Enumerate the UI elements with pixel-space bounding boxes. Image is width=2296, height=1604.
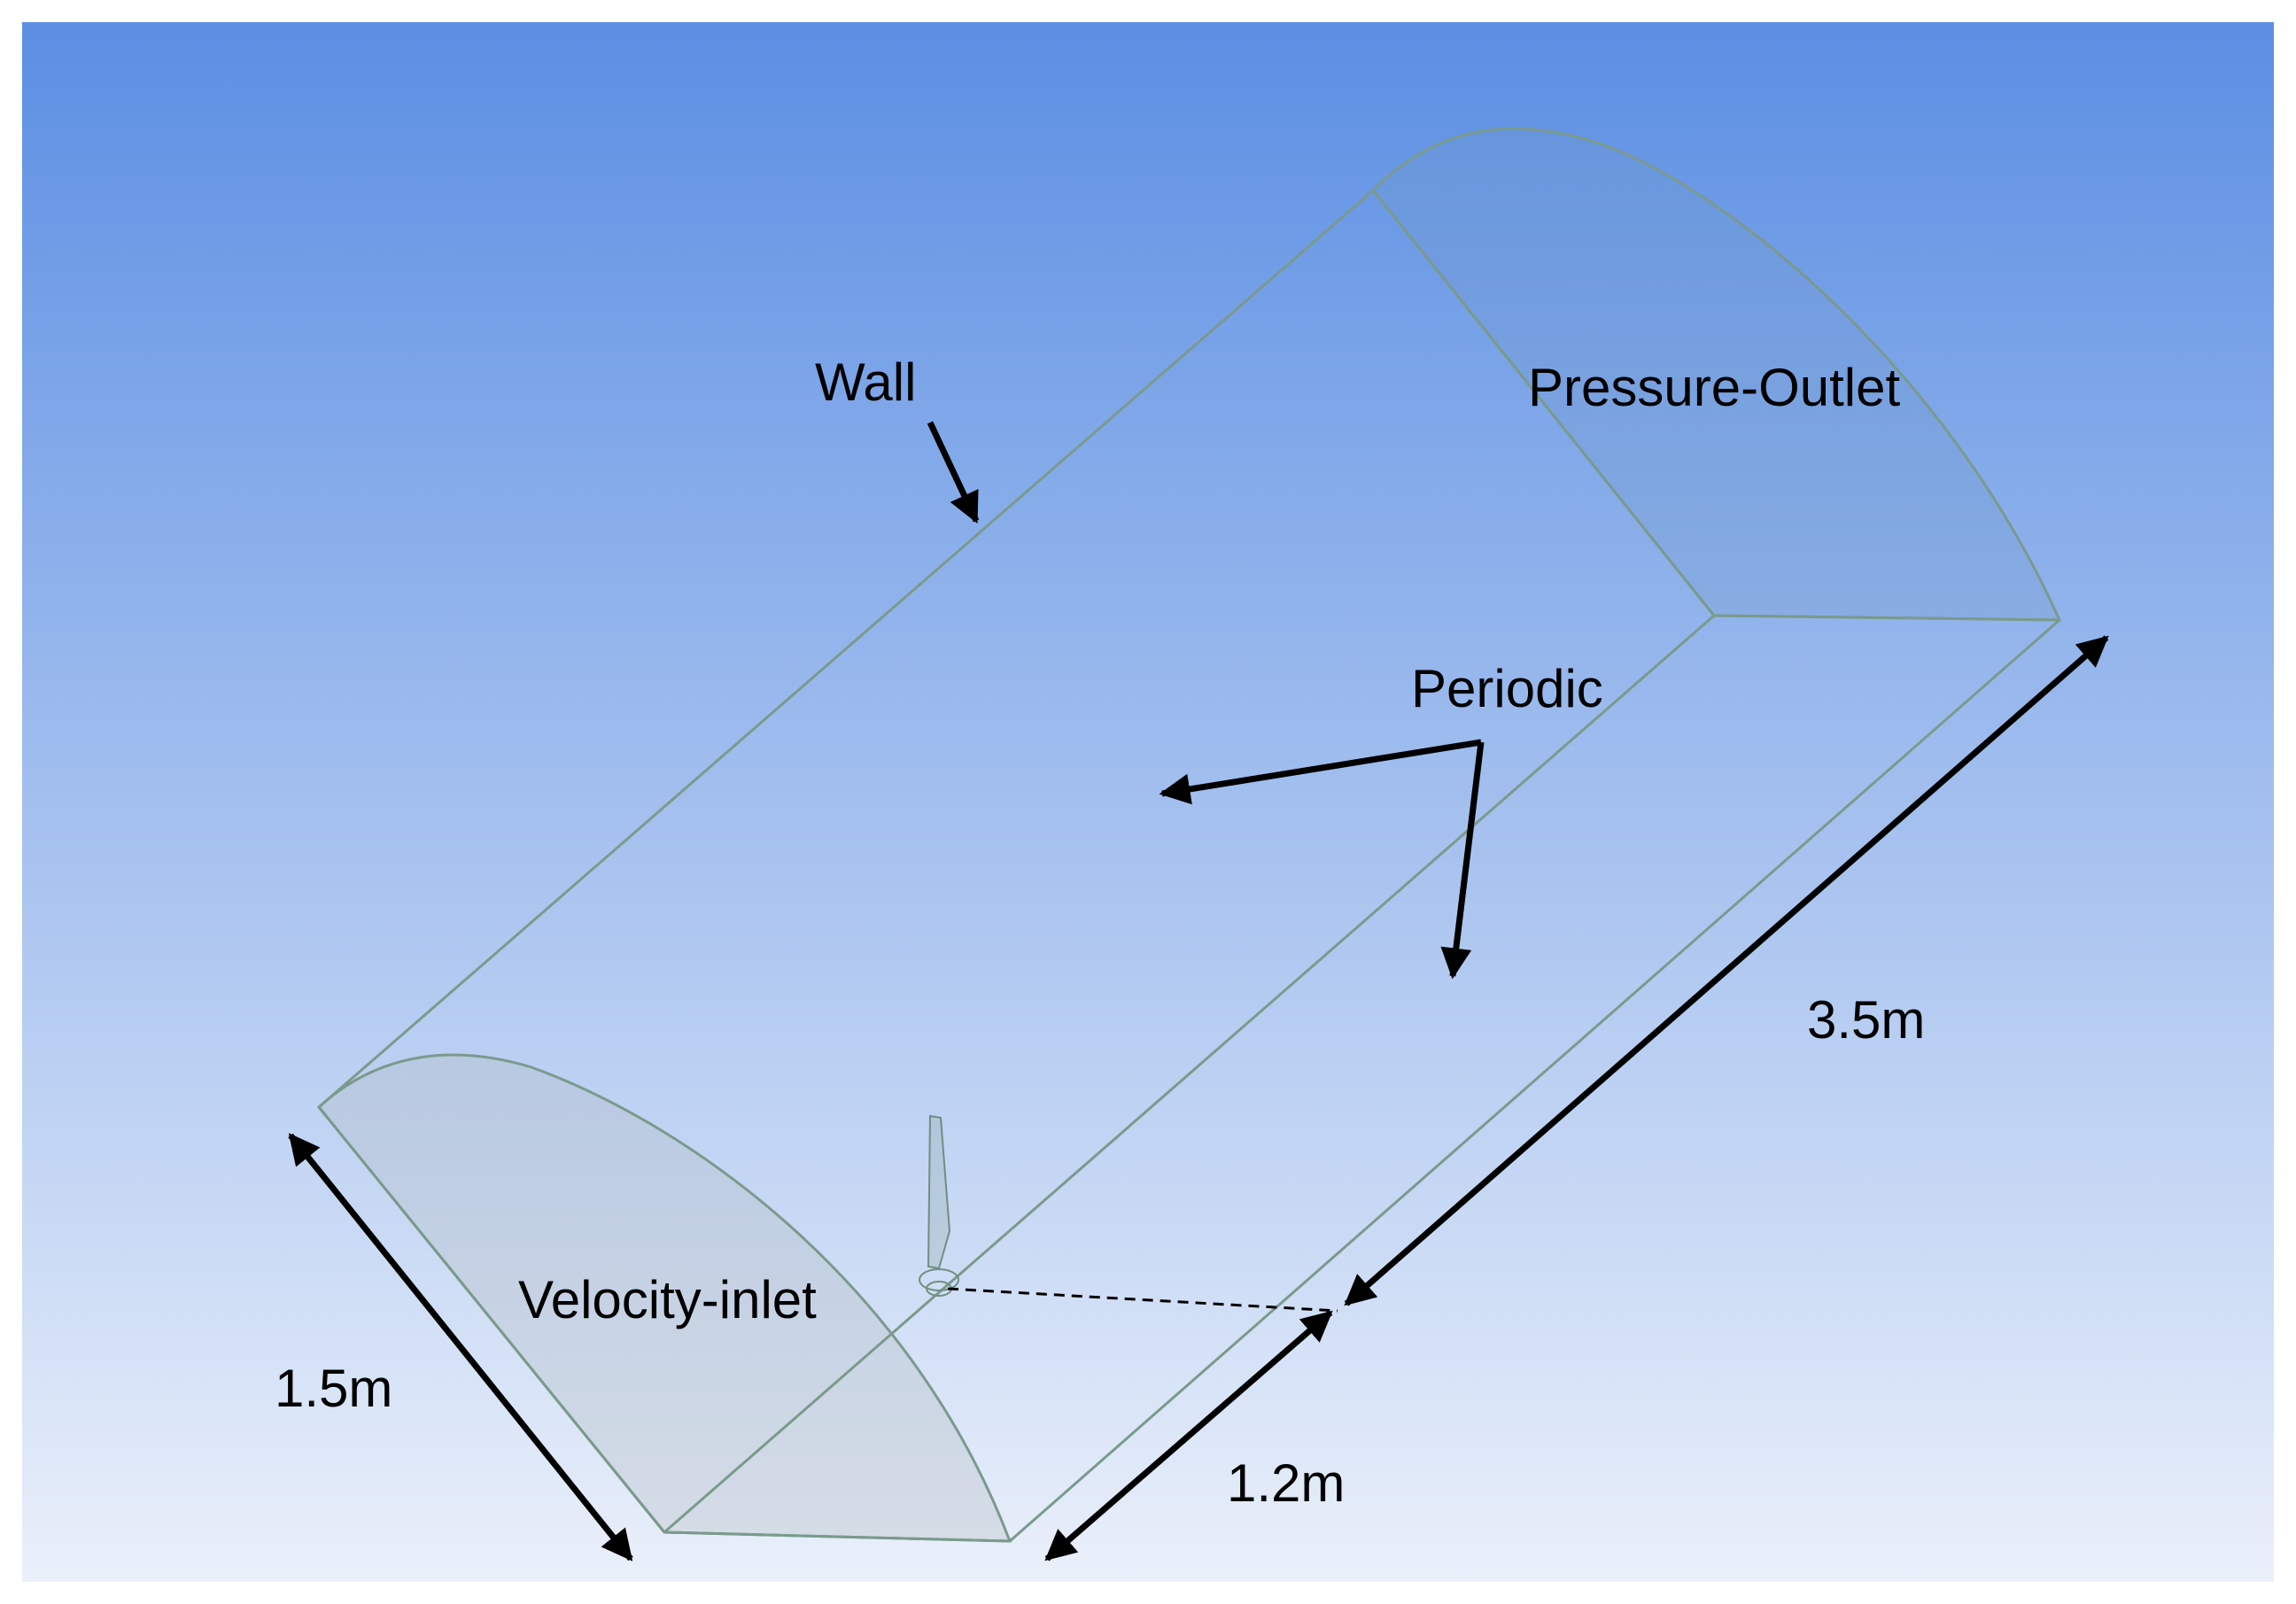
length-dimension-arrow (1344, 635, 2109, 1306)
turbine-blade (919, 1114, 959, 1297)
offset-dimension-arrow (1044, 1310, 1333, 1561)
height-dimension-arrow (288, 1133, 633, 1561)
length-label: 3.5m (1807, 990, 1925, 1050)
wall-label: Wall (815, 353, 916, 412)
wall-arrow (927, 421, 980, 524)
height-label: 1.5m (275, 1359, 392, 1418)
outlet-left-edge (1371, 190, 1716, 616)
viewport-background (22, 22, 2274, 1582)
offset-label: 1.2m (1227, 1453, 1345, 1513)
top-edge (318, 189, 1374, 1109)
outlet-bottom-edge (1713, 614, 2060, 622)
velocity-inlet-label: Velocity-inlet (518, 1270, 817, 1329)
periodic-label: Periodic (1411, 659, 1603, 718)
annotation-arrows (288, 421, 2109, 1561)
inlet-bottom-edge (663, 1530, 1011, 1543)
offset-dashed-line (947, 1287, 1338, 1313)
outlet-face (1370, 127, 2062, 622)
pressure-outlet-label: Pressure-Outlet (1528, 358, 1900, 417)
